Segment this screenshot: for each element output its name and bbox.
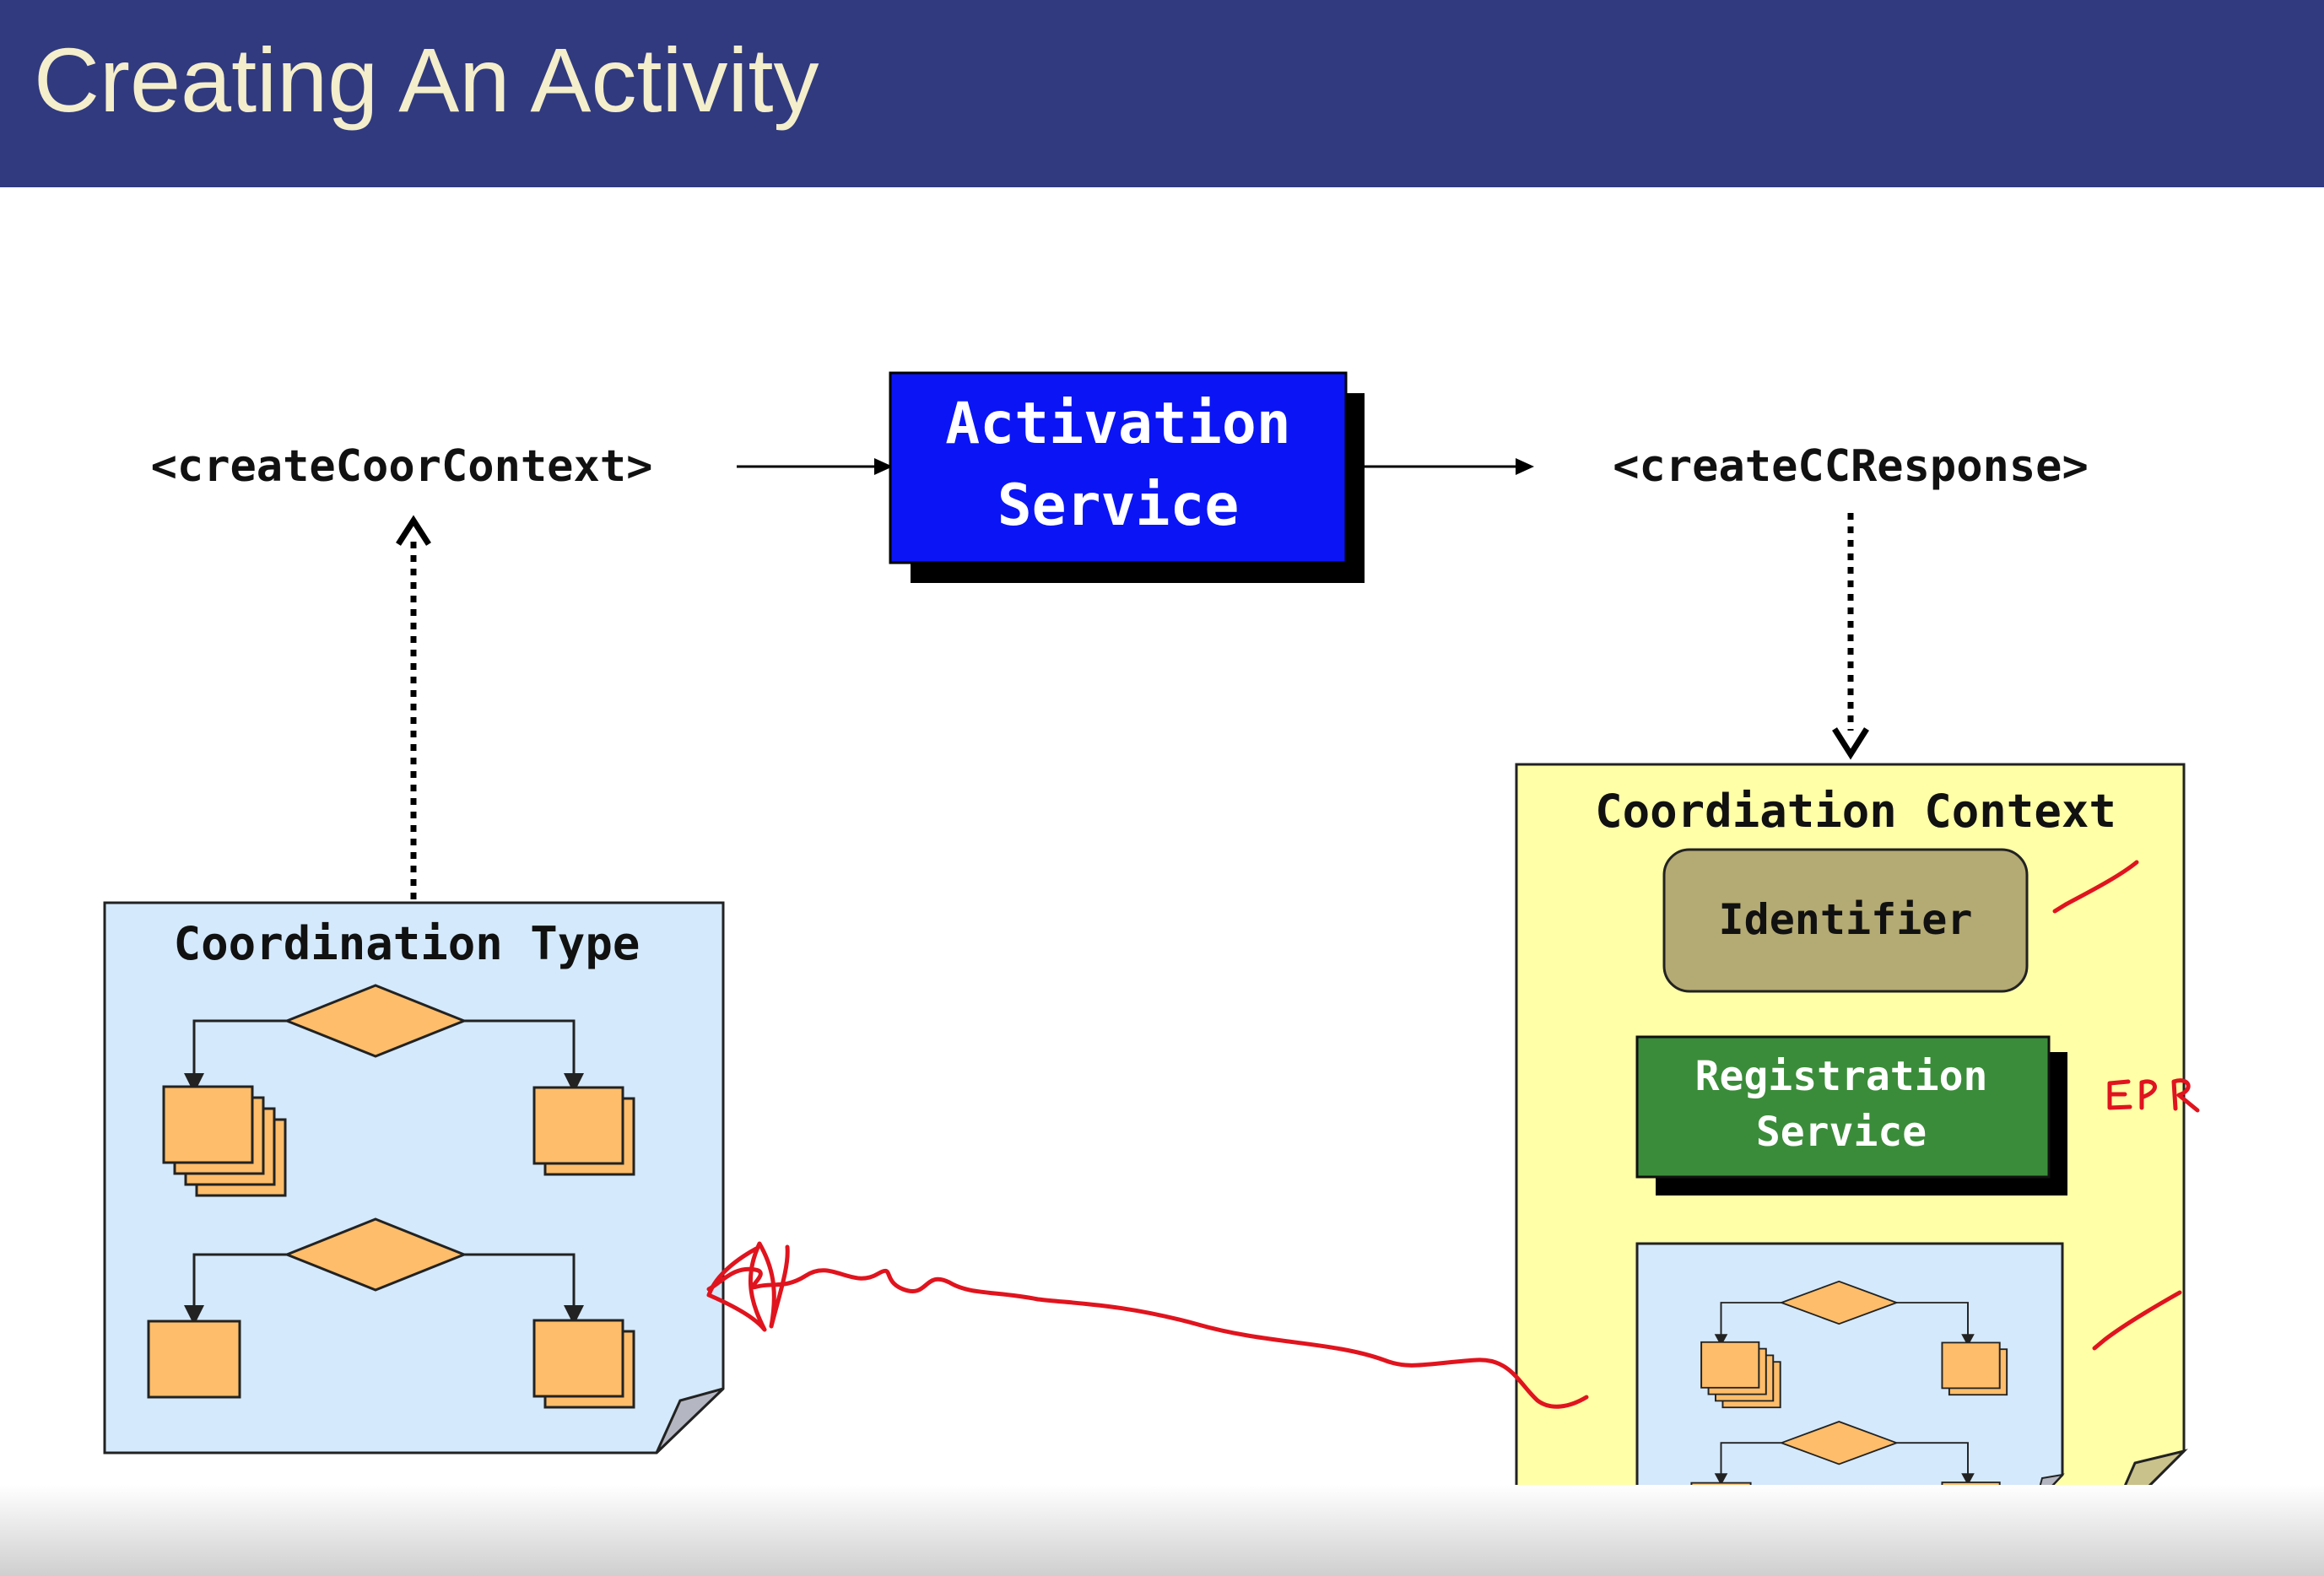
activation-service-label-line2: Service <box>997 472 1240 539</box>
registration-service-label-line2: Service <box>1756 1109 1927 1156</box>
check-mark-identifier <box>2052 860 2139 914</box>
coordination-context-document: Coordiation Context Identifier Registrat… <box>1515 763 2188 1536</box>
bottom-fade <box>0 1485 2324 1576</box>
registration-service-box: Registration Service <box>1635 1035 2067 1195</box>
epr-annotation-text <box>2107 1078 2200 1113</box>
response-to-context-dotted-arrow <box>1832 513 1869 760</box>
coordination-type-document: Coordination Type <box>103 901 725 1455</box>
slide-title: Creating An Activity <box>34 29 819 131</box>
response-message: <createCCResponse> <box>1613 441 2089 492</box>
request-to-activation-arrow <box>737 458 893 475</box>
registration-service-label-line1: Registration <box>1695 1053 1988 1100</box>
identifier-box: Identifier <box>1662 848 2029 993</box>
slide-header: Creating An Activity <box>0 0 2324 187</box>
activation-to-response-arrow <box>1365 458 1534 475</box>
coordination-context-title: Coordiation Context <box>1595 785 2116 838</box>
type-to-request-dotted-arrow <box>396 515 431 899</box>
activation-service-box: Activation Service <box>889 371 1365 583</box>
coordination-type-title: Coordination Type <box>174 917 640 970</box>
activation-service-label-line1: Activation <box>945 391 1290 457</box>
identifier-label: Identifier <box>1718 895 1972 944</box>
request-message: <createCoorContext> <box>151 441 653 492</box>
squiggle-arrowhead <box>706 1241 790 1332</box>
handwritten-annotations <box>706 860 2200 1409</box>
check-mark-embedded-type <box>2092 1290 2182 1351</box>
reference-squiggle <box>706 1266 1589 1409</box>
embedded-coordination-type <box>1635 1242 2065 1536</box>
